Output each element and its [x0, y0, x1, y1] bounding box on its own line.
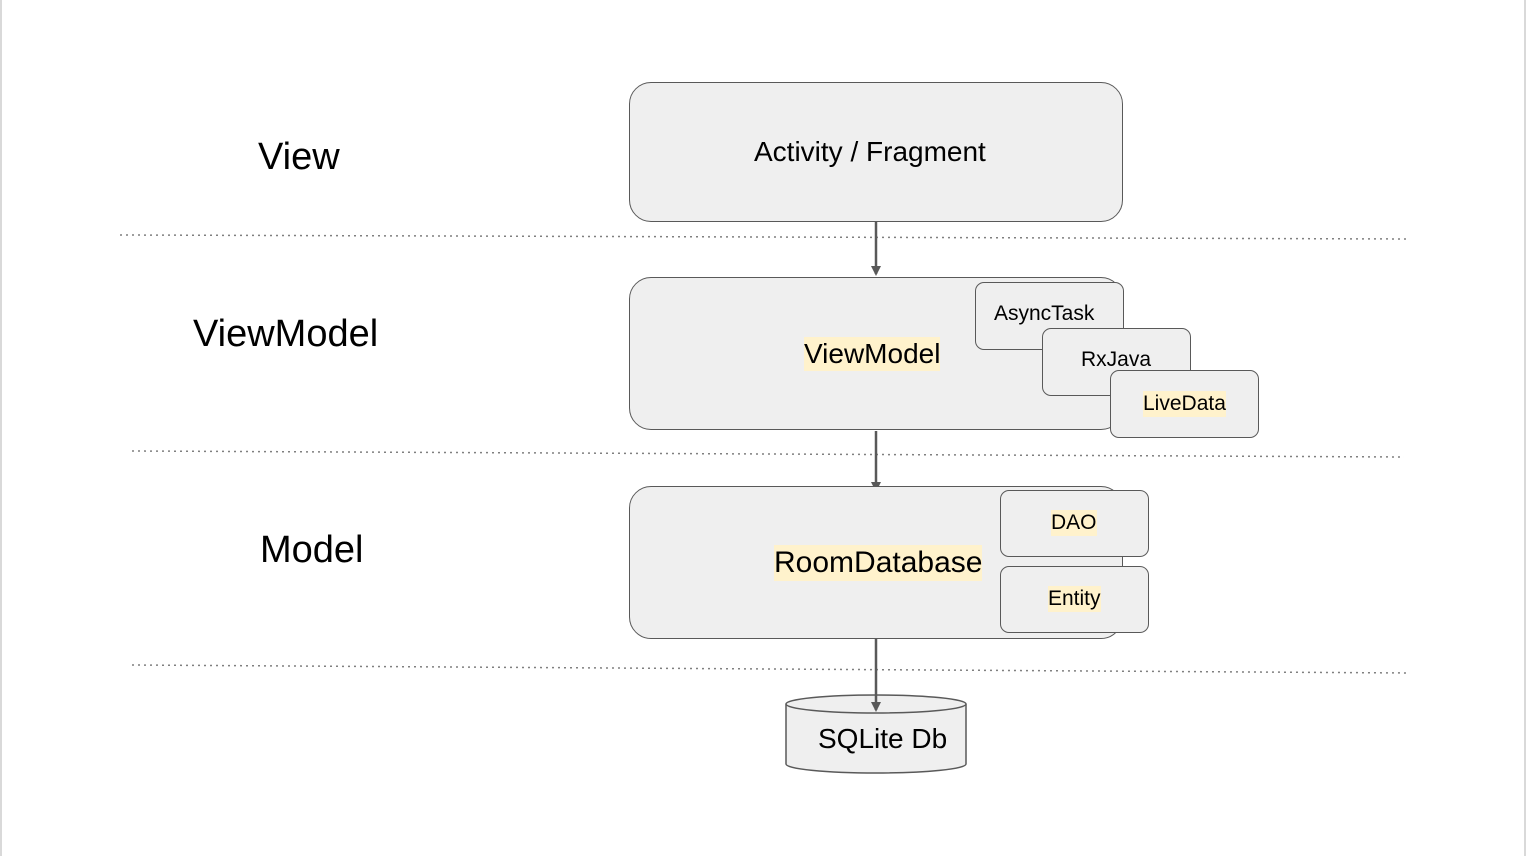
rxjava-label: RxJava	[1081, 348, 1152, 371]
activity-fragment-label: Activity / Fragment	[754, 136, 986, 167]
layer-label-view: View	[258, 136, 340, 178]
viewmodel-label: ViewModel	[804, 337, 941, 371]
dao-label: DAO	[1051, 510, 1097, 536]
livedata-box: LiveData	[1110, 370, 1259, 438]
entity-label: Entity	[1048, 586, 1101, 612]
layer-label-viewmodel: ViewModel	[193, 313, 379, 355]
asynctask-label: AsyncTask	[994, 302, 1095, 325]
separator-viewmodel-model	[131, 450, 1405, 458]
separator-view-viewmodel	[119, 234, 1411, 240]
livedata-label: LiveData	[1143, 391, 1226, 417]
sqlite-db-label: SQLite Db	[818, 723, 948, 754]
activity-fragment-box: Activity / Fragment	[629, 82, 1123, 222]
dao-box: DAO	[1000, 490, 1149, 557]
layer-label-model: Model	[260, 529, 364, 571]
entity-box: Entity	[1000, 566, 1149, 633]
room-database-label: RoomDatabase	[774, 545, 983, 581]
separator-model-database	[131, 664, 1411, 674]
